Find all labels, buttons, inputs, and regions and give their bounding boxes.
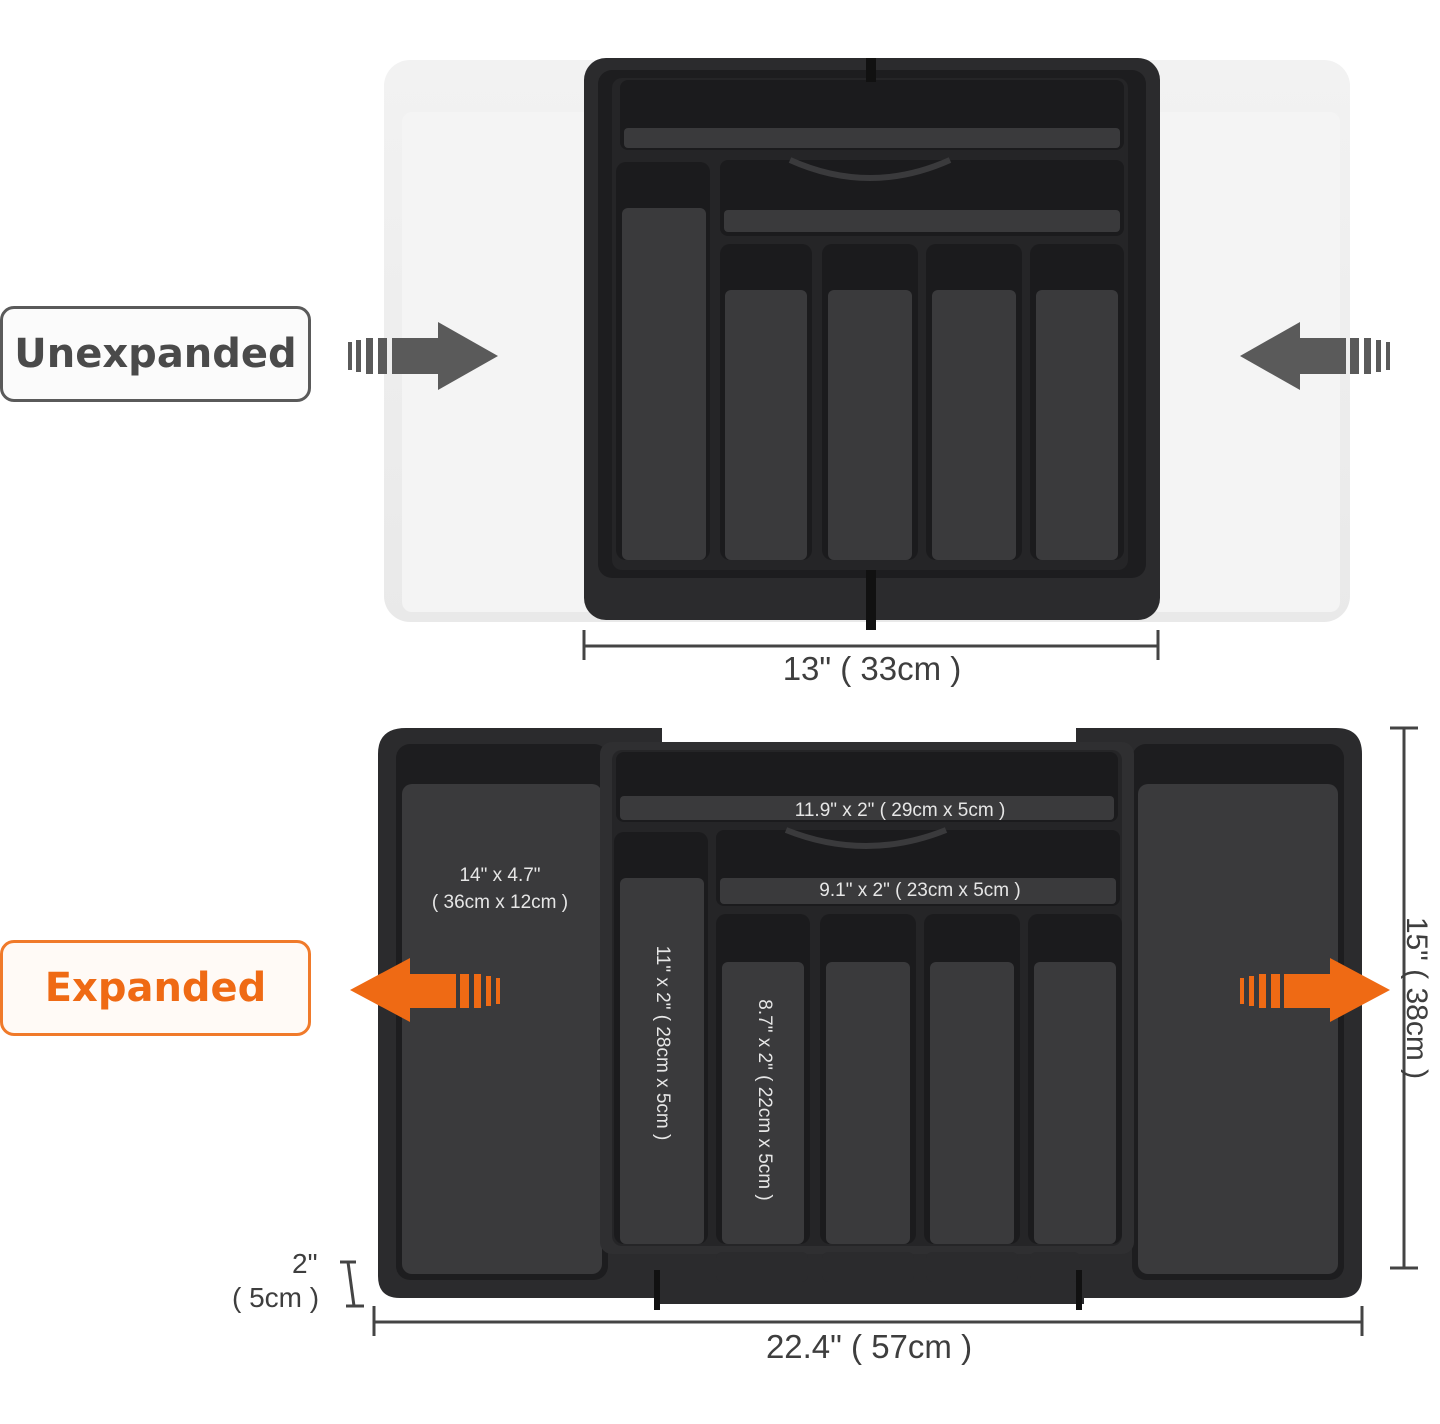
expanded-width-line: [372, 1306, 1364, 1336]
outward-arrow-left-icon: [350, 958, 500, 1022]
unexpanded-label: Unexpanded: [0, 306, 311, 402]
expanded-tray: [378, 728, 1362, 1310]
expanded-label: Expanded: [0, 940, 311, 1036]
outward-arrow-right-icon: [1240, 958, 1390, 1022]
second-slot-size: 9.1" x 2" ( 23cm x 5cm ): [819, 880, 1021, 901]
inward-arrow-right-icon: [1240, 322, 1390, 390]
depth-cm-label: ( 5cm ): [232, 1282, 320, 1313]
expanded-width-label: 22.4" ( 57cm ): [765, 1328, 973, 1365]
unexpanded-width-line: [582, 630, 1160, 660]
side-compartment-size-in: 14" x 4.7": [459, 865, 541, 886]
depth-inches-label: 2": [292, 1248, 318, 1279]
unexpanded-width-label: 13" ( 33cm ): [782, 650, 962, 687]
inward-arrow-left-icon: [348, 322, 498, 390]
top-slot-size: 11.9" x 2" ( 29cm x 5cm ): [794, 800, 1006, 821]
expanded-label-text: Expanded: [44, 965, 267, 1011]
side-compartment-size-cm: ( 36cm x 12cm ): [431, 892, 569, 913]
utensil-slot-size: 8.7" x 2" ( 22cm x 5cm ): [754, 999, 775, 1201]
length-label: 15" ( 38cm ): [1400, 916, 1433, 1080]
unexpanded-label-text: Unexpanded: [14, 331, 297, 377]
length-line: [1390, 726, 1418, 1270]
depth-line: [340, 1260, 364, 1308]
tall-slot-size: 11" x 2" ( 28cm x 5cm ): [652, 945, 673, 1141]
side-compartment-size: 14" x 4.7" ( 36cm x 12cm ): [400, 862, 600, 916]
unexpanded-tray: [584, 58, 1160, 630]
